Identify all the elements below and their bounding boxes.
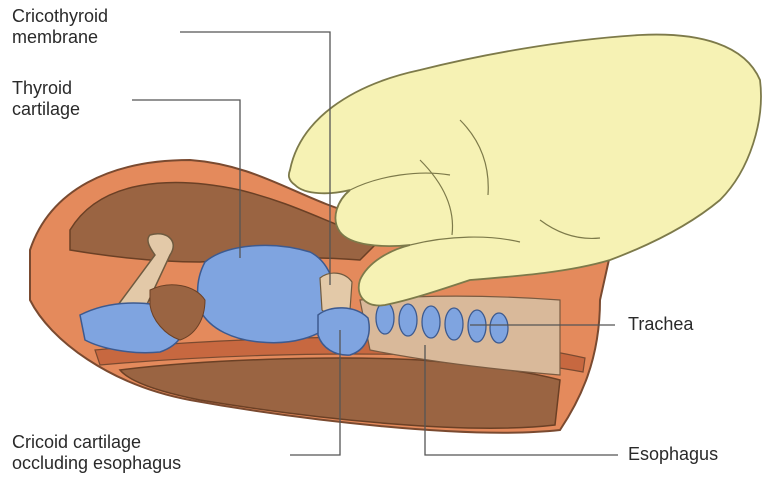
label-esophagus: Esophagus xyxy=(628,444,718,465)
cricoid-cartilage xyxy=(318,308,369,355)
label-cricoid-cartilage: Cricoid cartilage occluding esophagus xyxy=(12,432,181,474)
tracheal-ring xyxy=(422,306,440,338)
label-line: Cricoid cartilage xyxy=(12,432,181,453)
label-line: Thyroid xyxy=(12,78,80,99)
label-trachea: Trachea xyxy=(628,314,693,335)
label-line: Esophagus xyxy=(628,444,718,465)
label-line: occluding esophagus xyxy=(12,453,181,474)
tracheal-ring xyxy=(490,313,508,343)
label-thyroid-cartilage: Thyroid cartilage xyxy=(12,78,80,120)
tracheal-ring xyxy=(376,302,394,334)
tracheal-ring xyxy=(399,304,417,336)
tracheal-ring xyxy=(468,310,486,342)
label-line: Trachea xyxy=(628,314,693,335)
label-cricothyroid-membrane: Cricothyroid membrane xyxy=(12,6,108,48)
label-line: membrane xyxy=(12,27,108,48)
tracheal-ring xyxy=(445,308,463,340)
label-line: Cricothyroid xyxy=(12,6,108,27)
label-line: cartilage xyxy=(12,99,80,120)
thyroid-cartilage xyxy=(198,245,337,342)
